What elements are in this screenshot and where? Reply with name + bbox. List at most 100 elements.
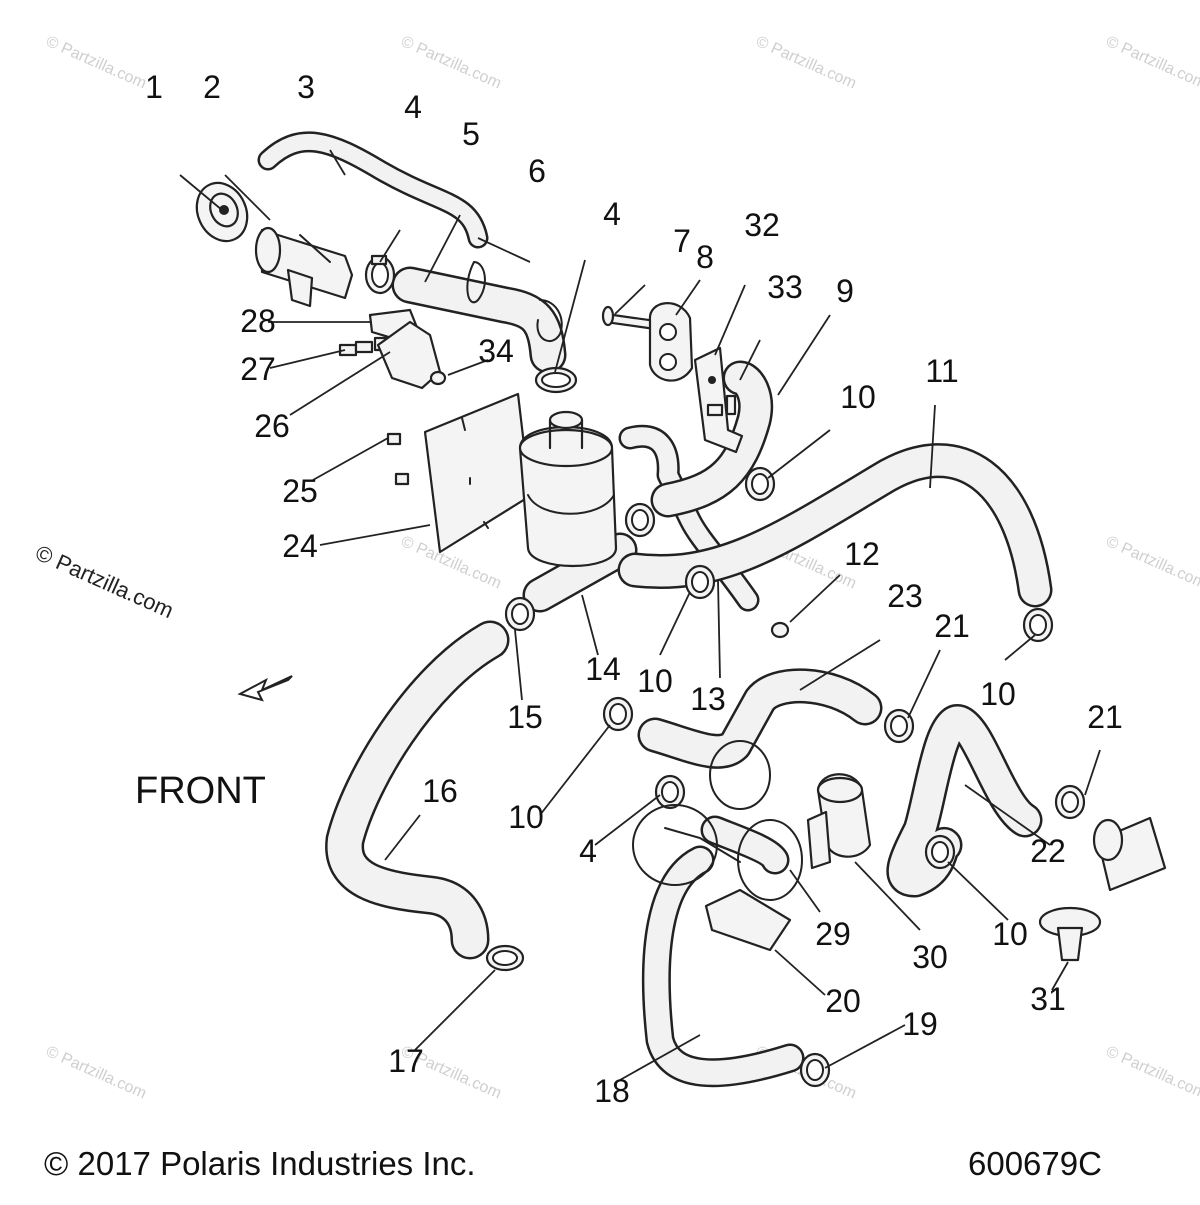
callout-number-24: 24	[282, 528, 318, 564]
callout-number-6: 6	[528, 153, 546, 189]
leader-line	[514, 629, 523, 701]
leader-line	[777, 314, 831, 396]
leader-line	[789, 869, 821, 913]
callout-number-10: 10	[840, 379, 876, 415]
callout-number-21: 21	[934, 608, 970, 644]
hose-clamp-part	[744, 466, 776, 502]
callout-number-30: 30	[912, 939, 948, 975]
watermark-text: © Partzilla.com	[43, 1043, 148, 1102]
leader-line	[964, 784, 1051, 846]
bolt-part	[601, 305, 657, 330]
callout-number-14: 14	[585, 651, 621, 687]
callout-number-16: 16	[422, 773, 458, 809]
callout-number-4: 4	[404, 89, 422, 125]
hose-16-fill	[327, 623, 507, 957]
callout-number-20: 20	[825, 983, 861, 1019]
leader-line	[179, 174, 223, 211]
hose-clip-wire	[536, 299, 563, 342]
watermark-text: © Partzilla.com	[1103, 33, 1200, 92]
leader-line	[554, 259, 586, 373]
callout-number-28: 28	[240, 303, 276, 339]
leader-line	[312, 437, 389, 481]
callout-number-10: 10	[992, 916, 1028, 952]
hose-clamp-part	[485, 944, 525, 972]
callout-number-34: 34	[478, 333, 514, 369]
callout-number-33: 33	[767, 269, 803, 305]
hose-clamp-part	[364, 254, 396, 295]
callout-number-10: 10	[980, 676, 1016, 712]
cap-part	[770, 621, 790, 639]
callout-number-23: 23	[887, 578, 923, 614]
leader-line	[824, 1024, 906, 1069]
callout-number-32: 32	[744, 207, 780, 243]
callout-number-18: 18	[594, 1073, 630, 1109]
front-arrow-icon	[237, 675, 293, 702]
wire-loop-set	[632, 740, 803, 901]
callout-number-29: 29	[815, 916, 851, 952]
screw-part	[725, 394, 737, 416]
callout-number-15: 15	[507, 699, 543, 735]
hose-clamp-part	[1054, 784, 1086, 820]
water-outlet-part	[1092, 816, 1167, 892]
leader-line	[767, 429, 831, 479]
callout-number-12: 12	[844, 536, 880, 572]
watermark-text: © Partzilla.com	[43, 33, 148, 92]
hose-clamp-part	[883, 708, 915, 744]
leader-line	[1051, 961, 1069, 991]
hose-3-outline	[257, 131, 489, 249]
callout-number-19: 19	[902, 1006, 938, 1042]
leader-line	[424, 214, 461, 283]
callout-number-3: 3	[297, 69, 315, 105]
hose-22-fill	[888, 707, 1040, 895]
hose-18-fill	[644, 818, 802, 1085]
hose-9-fill	[653, 363, 771, 515]
leader-line	[329, 149, 346, 176]
panel-part	[423, 392, 532, 554]
callout-number-1: 1	[145, 69, 163, 105]
mount-clamp-part	[648, 302, 694, 382]
hose-23-fill	[640, 670, 880, 767]
leader-line	[717, 579, 721, 679]
leader-line	[1004, 634, 1036, 661]
leader-line	[799, 639, 881, 691]
coolant-reservoir-part	[518, 410, 618, 568]
rivet-part	[386, 432, 402, 446]
leader-line	[581, 594, 599, 656]
leader-line	[594, 794, 661, 846]
leader-line	[774, 949, 826, 996]
watermark-text: © Partzilla.com	[1103, 1043, 1200, 1102]
leader-line	[614, 284, 646, 315]
callout-number-5: 5	[462, 116, 480, 152]
leader-line	[854, 861, 921, 931]
hose-3-fill	[260, 133, 486, 246]
leader-line	[929, 404, 936, 489]
leader-line	[379, 229, 401, 263]
callout-number-22: 22	[1030, 833, 1066, 869]
callout-number-7: 7	[673, 223, 691, 259]
callout-number-9: 9	[836, 273, 854, 309]
leader-line	[739, 339, 761, 381]
hose-11-fill	[620, 445, 1050, 605]
hose-clamp-part	[1022, 607, 1054, 643]
leader-line	[789, 574, 841, 623]
hose-clamp-part	[624, 502, 656, 538]
callout-number-4: 4	[579, 833, 597, 869]
leader-line	[675, 279, 701, 316]
filler-neck-part	[254, 226, 354, 308]
callout-number-21: 21	[1087, 699, 1123, 735]
watermark-text: © Partzilla.com	[753, 33, 858, 92]
leader-line	[1084, 749, 1101, 796]
callout-number-2: 2	[203, 69, 221, 105]
callout-number-10: 10	[508, 799, 544, 835]
leader-line	[619, 1034, 701, 1081]
leader-line	[659, 591, 691, 656]
hose-clamp-part	[684, 564, 716, 600]
callout-number-10: 10	[637, 663, 673, 699]
radiator-cap-part	[195, 181, 249, 243]
leader-line	[384, 814, 421, 861]
leader-line	[414, 969, 496, 1051]
callout-number-27: 27	[240, 351, 276, 387]
leader-line	[907, 649, 941, 719]
leader-line	[319, 524, 431, 546]
